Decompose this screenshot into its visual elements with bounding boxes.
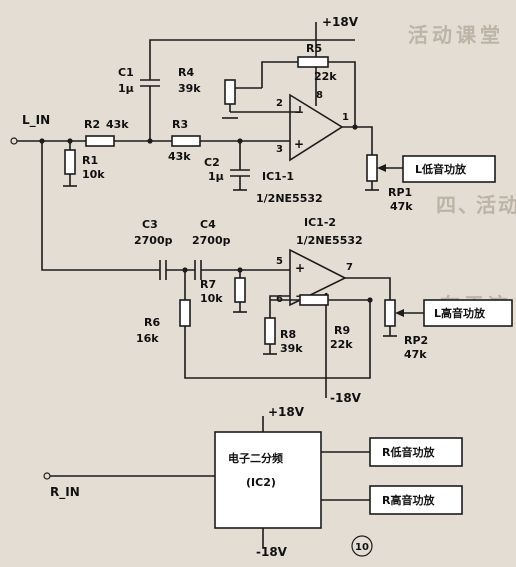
svg-text:2: 2 bbox=[276, 98, 283, 109]
bg-char: 动 bbox=[432, 23, 452, 47]
ic2-vee-label: -18V bbox=[256, 545, 288, 559]
resistor-r2: R2 43k bbox=[84, 118, 129, 147]
r-input: R_IN bbox=[43, 472, 80, 500]
svg-text:39k: 39k bbox=[178, 82, 201, 95]
svg-text:22k: 22k bbox=[314, 70, 337, 83]
svg-text:1/2NE5532: 1/2NE5532 bbox=[256, 192, 323, 205]
resistor-r4: R4 39k bbox=[178, 66, 300, 119]
resistor-r9: R9 22k bbox=[270, 294, 370, 351]
svg-text:(IC2): (IC2) bbox=[246, 476, 276, 489]
svg-text:R8: R8 bbox=[280, 328, 296, 341]
svg-text:R高音功放: R高音功放 bbox=[382, 493, 435, 507]
l-in-terminal bbox=[10, 137, 18, 145]
l-low-amp: L低音功放 bbox=[402, 155, 496, 183]
r-in-terminal bbox=[43, 472, 51, 480]
svg-text:R4: R4 bbox=[178, 66, 194, 79]
svg-text:IC1-1: IC1-1 bbox=[262, 170, 294, 183]
svg-text:C2: C2 bbox=[204, 156, 220, 169]
svg-text:16k: 16k bbox=[136, 332, 159, 345]
svg-text:47k: 47k bbox=[390, 200, 413, 213]
svg-text:C1: C1 bbox=[118, 66, 134, 79]
bg-char: 活 bbox=[408, 23, 428, 47]
resistor-r3: R3 43k bbox=[168, 118, 201, 163]
svg-text:10: 10 bbox=[355, 542, 369, 553]
svg-text:2700p: 2700p bbox=[192, 234, 231, 247]
opamp-ic1-2: + − 5 6 4 7 IC1-2 1/2NE5532 bbox=[276, 216, 363, 307]
capacitor-c3: C3 2700p bbox=[134, 218, 195, 280]
resistor-r8: R8 39k bbox=[263, 300, 303, 355]
resistor-r7: R7 10k bbox=[200, 270, 247, 313]
capacitor-c4: C4 2700p bbox=[192, 218, 290, 280]
svg-text:3: 3 bbox=[276, 144, 283, 155]
svg-text:43k: 43k bbox=[168, 150, 191, 163]
vcc-label: +18V bbox=[322, 15, 359, 29]
opamp-ic1-1: − + 2 3 8 1 IC1-1 1/2NE5532 bbox=[256, 90, 349, 205]
svg-text:1μ: 1μ bbox=[208, 170, 224, 183]
svg-text:8: 8 bbox=[316, 90, 323, 101]
svg-text:2700p: 2700p bbox=[134, 234, 173, 247]
l-input: L_IN bbox=[10, 113, 50, 145]
figure-number: 10 bbox=[351, 535, 373, 557]
svg-text:RP1: RP1 bbox=[388, 186, 412, 199]
resistor-r1: R1 10k bbox=[63, 141, 105, 187]
bg-char: 堂 bbox=[480, 23, 500, 47]
svg-text:10k: 10k bbox=[82, 168, 105, 181]
svg-text:1/2NE5532: 1/2NE5532 bbox=[296, 234, 363, 247]
bg-char: 四 bbox=[436, 193, 456, 217]
svg-text:IC1-2: IC1-2 bbox=[304, 216, 336, 229]
r-low-amp: R低音功放 bbox=[369, 437, 463, 467]
svg-text:−: − bbox=[294, 105, 304, 119]
ic2-vcc-label: +18V bbox=[268, 405, 305, 419]
svg-text:+: + bbox=[295, 261, 305, 275]
bg-char: 动 bbox=[498, 193, 516, 217]
svg-text:+: + bbox=[294, 137, 304, 151]
l-in-label: L_IN bbox=[22, 113, 50, 128]
svg-text:R5: R5 bbox=[306, 42, 322, 55]
capacitor-c2: C2 1μ bbox=[204, 141, 250, 191]
bg-char: 、 bbox=[458, 193, 478, 217]
svg-text:C3: C3 bbox=[142, 218, 158, 231]
vee-label: -18V bbox=[330, 391, 362, 405]
svg-text:39k: 39k bbox=[280, 342, 303, 355]
svg-text:10k: 10k bbox=[200, 292, 223, 305]
resistor-r6: R6 16k bbox=[136, 270, 371, 379]
svg-text:R低音功放: R低音功放 bbox=[382, 445, 435, 459]
svg-text:22k: 22k bbox=[330, 338, 353, 351]
r-high-amp: R高音功放 bbox=[369, 485, 463, 515]
potentiometer-rp2: RP2 47k bbox=[383, 299, 428, 361]
svg-text:R2: R2 bbox=[84, 118, 100, 131]
svg-text:R1: R1 bbox=[82, 154, 98, 167]
svg-text:7: 7 bbox=[346, 262, 353, 273]
svg-text:47k: 47k bbox=[404, 348, 427, 361]
svg-text:5: 5 bbox=[276, 256, 283, 267]
svg-text:1μ: 1μ bbox=[118, 82, 134, 95]
svg-text:43k: 43k bbox=[106, 118, 129, 131]
resistor-r5: R5 22k bbox=[261, 42, 356, 127]
svg-text:1: 1 bbox=[342, 112, 349, 123]
svg-text:R9: R9 bbox=[334, 324, 350, 337]
r-in-label: R_IN bbox=[50, 485, 80, 500]
potentiometer-rp1: RP1 47k bbox=[365, 154, 413, 213]
svg-text:C4: C4 bbox=[200, 218, 216, 231]
svg-text:L高音功放: L高音功放 bbox=[434, 306, 486, 320]
svg-text:电子二分频: 电子二分频 bbox=[228, 451, 283, 465]
svg-text:R6: R6 bbox=[144, 316, 160, 329]
capacitor-c1: C1 1μ bbox=[118, 39, 355, 141]
bg-char: 课 bbox=[456, 23, 477, 47]
svg-text:R3: R3 bbox=[172, 118, 188, 131]
bg-char: 活 bbox=[476, 193, 496, 217]
svg-text:RP2: RP2 bbox=[404, 334, 428, 347]
ic2-crossover: 电子二分频 (IC2) bbox=[214, 431, 322, 529]
svg-text:L低音功放: L低音功放 bbox=[415, 162, 467, 176]
svg-text:R7: R7 bbox=[200, 278, 216, 291]
l-high-amp: L高音功放 bbox=[423, 299, 513, 327]
